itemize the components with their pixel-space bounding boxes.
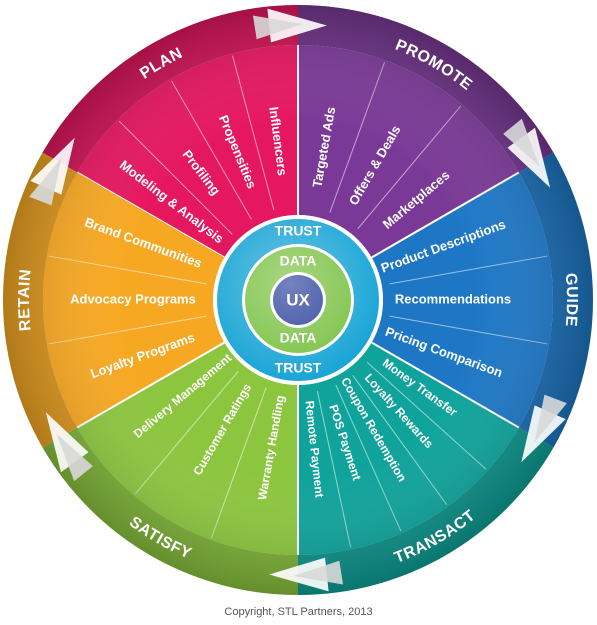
trust-label-top: TRUST — [275, 223, 322, 239]
guide-item-label: Recommendations — [395, 291, 511, 306]
segment-title-guide: GUIDE — [562, 272, 580, 327]
segment-title-retain: RETAIN — [16, 268, 35, 332]
cycle-arrow-icon — [252, 8, 327, 43]
cycle-arrow-icon — [269, 557, 344, 592]
cycle-arrow-icon — [45, 412, 93, 482]
cycle-arrow-icon — [503, 118, 551, 188]
data-label-bottom: DATA — [280, 330, 317, 346]
arrows-layer — [29, 8, 567, 592]
ux-label: UX — [286, 290, 310, 309]
center-hub: UX DATA DATA TRUST TRUST — [213, 215, 383, 385]
cycle-arrow-icon — [29, 137, 75, 206]
copyright-text: Copyright, STL Partners, 2013 — [224, 606, 373, 618]
trust-label-bottom: TRUST — [275, 360, 322, 376]
data-label-top: DATA — [280, 253, 317, 269]
cycle-arrow-icon — [521, 394, 567, 463]
retain-item-label: Advocacy Programs — [70, 291, 196, 306]
